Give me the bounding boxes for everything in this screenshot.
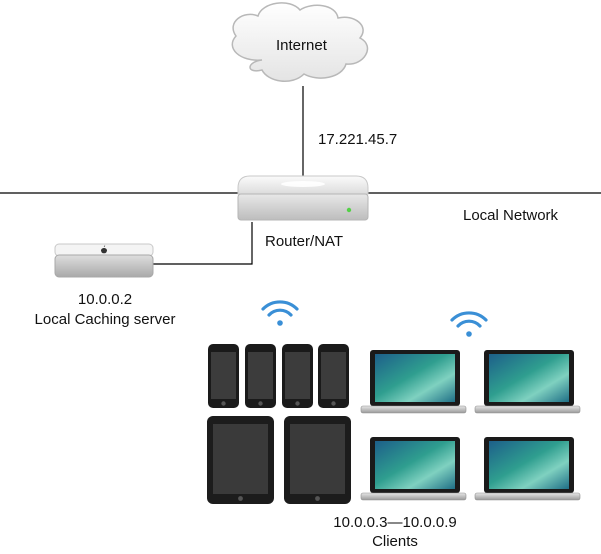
- router-label: Router/NAT: [265, 233, 344, 250]
- ipad-icon: [284, 416, 351, 504]
- wifi-icon: [261, 300, 299, 326]
- wifi-icon: [450, 311, 488, 337]
- clients-label: Clients: [372, 533, 418, 550]
- router-icon: [237, 175, 369, 221]
- iphone-icon: [282, 344, 313, 408]
- wan-ip-label: 17.221.45.7: [318, 131, 398, 148]
- internet-label: Internet: [276, 37, 327, 54]
- iphone-icon: [245, 344, 276, 408]
- laptop-icon: [474, 350, 581, 414]
- cache-server-label: Local Caching server: [34, 311, 176, 328]
- cloud-icon: [231, 2, 369, 82]
- laptop-icon: [474, 437, 581, 501]
- cache-server-ip-label: 10.0.0.2: [77, 291, 133, 308]
- clients-ip-range-label: 10.0.0.3—10.0.0.9: [333, 514, 457, 531]
- ipad-icon: [207, 416, 274, 504]
- local-network-label: Local Network: [463, 207, 559, 224]
- iphone-icon: [208, 344, 239, 408]
- iphone-icon: [318, 344, 349, 408]
- laptop-icon: [360, 350, 467, 414]
- laptop-icon: [360, 437, 467, 501]
- mac-mini-icon: [54, 243, 154, 278]
- server-link-line: [150, 222, 253, 265]
